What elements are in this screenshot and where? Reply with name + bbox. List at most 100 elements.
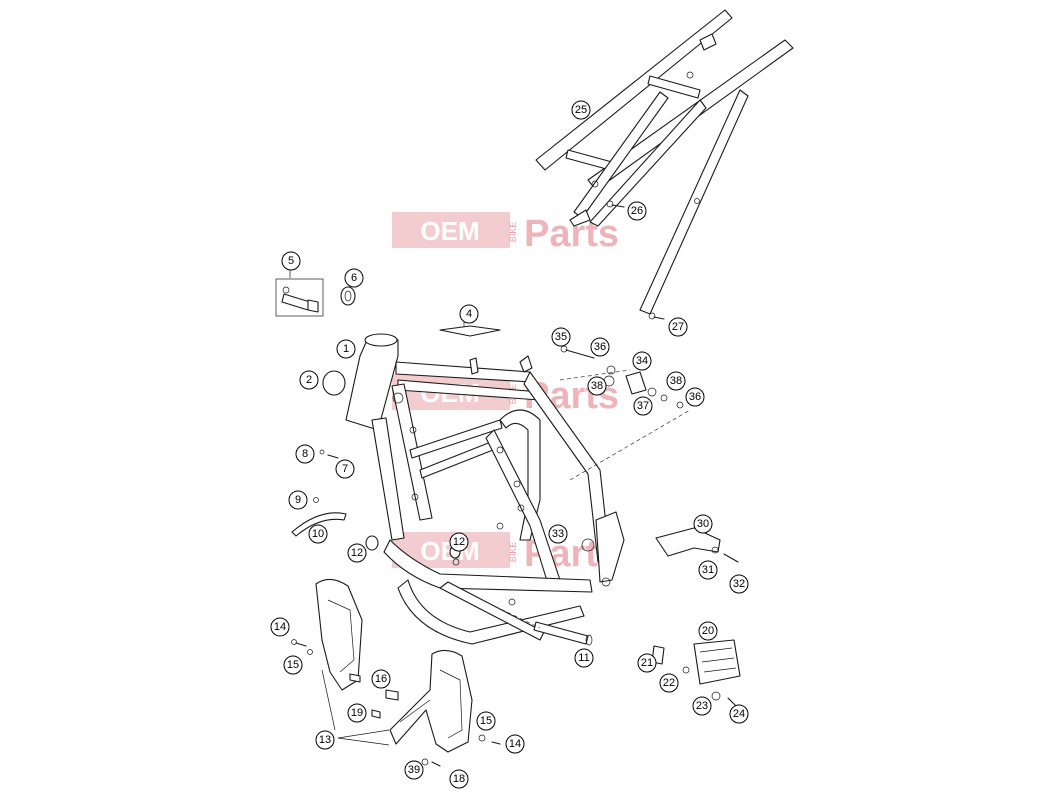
footrest-part (651, 639, 741, 707)
callout-14-right: 14 (505, 734, 525, 754)
subframe-part (535, 9, 794, 315)
frame-guard-part (315, 578, 473, 753)
callout-label: 2 (306, 374, 312, 386)
main-frame-part (345, 333, 625, 645)
callout-15-right: 15 (476, 711, 496, 731)
callout-37: 37 (633, 396, 653, 416)
callout-label: 12 (351, 547, 363, 559)
callout-label: 38 (670, 375, 682, 387)
callout-label: 1 (343, 343, 349, 355)
callout-31: 31 (698, 560, 718, 580)
callout-32: 32 (729, 574, 749, 594)
callout-34: 34 (632, 351, 652, 371)
callout-label: 32 (733, 578, 745, 590)
callout-label: 19 (351, 707, 363, 719)
callout-15-left: 15 (283, 655, 303, 675)
cap-part (322, 370, 346, 396)
bushing-part (340, 286, 356, 306)
watermark-small: BIKE (508, 542, 518, 563)
callout-label: 25 (575, 104, 587, 116)
callout-22: 22 (659, 673, 679, 693)
callout-label: 33 (552, 528, 564, 540)
callout-30: 30 (693, 514, 713, 534)
pin-part (319, 449, 339, 459)
callout-label: 20 (702, 625, 714, 637)
engine-mount-part (560, 345, 684, 409)
callout-label: 34 (636, 355, 648, 367)
callout-21: 21 (637, 653, 657, 673)
callout-10: 10 (308, 524, 328, 544)
hose-part (291, 497, 347, 537)
callout-5: 5 (281, 251, 301, 271)
callout-25: 25 (571, 100, 591, 120)
steering-lock-kit-part (275, 278, 324, 317)
leader-lines (289, 270, 691, 746)
mount-bracket-part (655, 527, 739, 563)
callout-2: 2 (299, 370, 319, 390)
callout-label: 13 (319, 734, 331, 746)
callout-label: 14 (509, 738, 521, 750)
callout-label: 11 (578, 652, 589, 664)
callout-label: 15 (287, 659, 299, 671)
callout-35: 35 (551, 327, 571, 347)
callout-label: 9 (295, 494, 301, 506)
callout-36-right: 36 (685, 387, 705, 407)
callout-24: 24 (729, 704, 749, 724)
callout-label: 26 (631, 205, 643, 217)
callout-label: 12 (453, 536, 465, 548)
axle-part (533, 621, 593, 646)
callout-label: 14 (274, 621, 286, 633)
callout-label: 35 (555, 331, 567, 343)
callout-label: 7 (342, 463, 348, 475)
watermark-text: OEM (420, 216, 479, 246)
watermark-small: BIKE (508, 222, 518, 243)
callout-label: 16 (375, 673, 387, 685)
callout-label: 5 (288, 255, 294, 267)
callout-9: 9 (288, 490, 308, 510)
callout-11: 11 (574, 648, 594, 668)
callout-1: 1 (336, 339, 356, 359)
callout-12-right: 12 (449, 532, 469, 552)
callout-16: 16 (371, 669, 391, 689)
callout-label: 31 (702, 564, 714, 576)
callout-8: 8 (295, 444, 315, 464)
callout-label: 23 (696, 700, 708, 712)
callout-6: 6 (344, 268, 364, 288)
callout-label: 39 (408, 764, 420, 776)
callout-36-top: 36 (590, 337, 610, 357)
callout-18: 18 (449, 769, 469, 789)
callout-label: 38 (591, 380, 603, 392)
callout-33: 33 (548, 524, 568, 544)
callout-label: 37 (637, 400, 649, 412)
callout-14-left: 14 (270, 617, 290, 637)
callout-13: 13 (315, 730, 335, 750)
callout-label: 18 (453, 773, 465, 785)
callout-7: 7 (335, 459, 355, 479)
bolt-part (606, 200, 665, 320)
callout-label: 6 (351, 272, 357, 284)
callout-label: 15 (480, 715, 492, 727)
callout-label: 4 (466, 308, 472, 320)
callout-label: 27 (672, 321, 684, 333)
callout-label: 10 (312, 528, 324, 540)
callout-38-left: 38 (587, 376, 607, 396)
decal-part (439, 325, 501, 337)
callout-label: 36 (689, 391, 701, 403)
callout-38-right: 38 (666, 371, 686, 391)
callout-label: 24 (733, 708, 745, 720)
callout-19: 19 (347, 703, 367, 723)
callout-label: 21 (641, 657, 653, 669)
callout-label: 30 (697, 518, 709, 530)
callout-39: 39 (404, 760, 424, 780)
callout-20: 20 (698, 621, 718, 641)
callout-27: 27 (668, 317, 688, 337)
callout-26: 26 (627, 201, 647, 221)
callout-23: 23 (692, 696, 712, 716)
fastener-part (291, 639, 501, 767)
callout-label: 8 (302, 448, 308, 460)
callout-12-left: 12 (347, 543, 367, 563)
callout-label: 36 (594, 341, 606, 353)
callout-4: 4 (459, 304, 479, 324)
callout-label: 22 (663, 677, 675, 689)
